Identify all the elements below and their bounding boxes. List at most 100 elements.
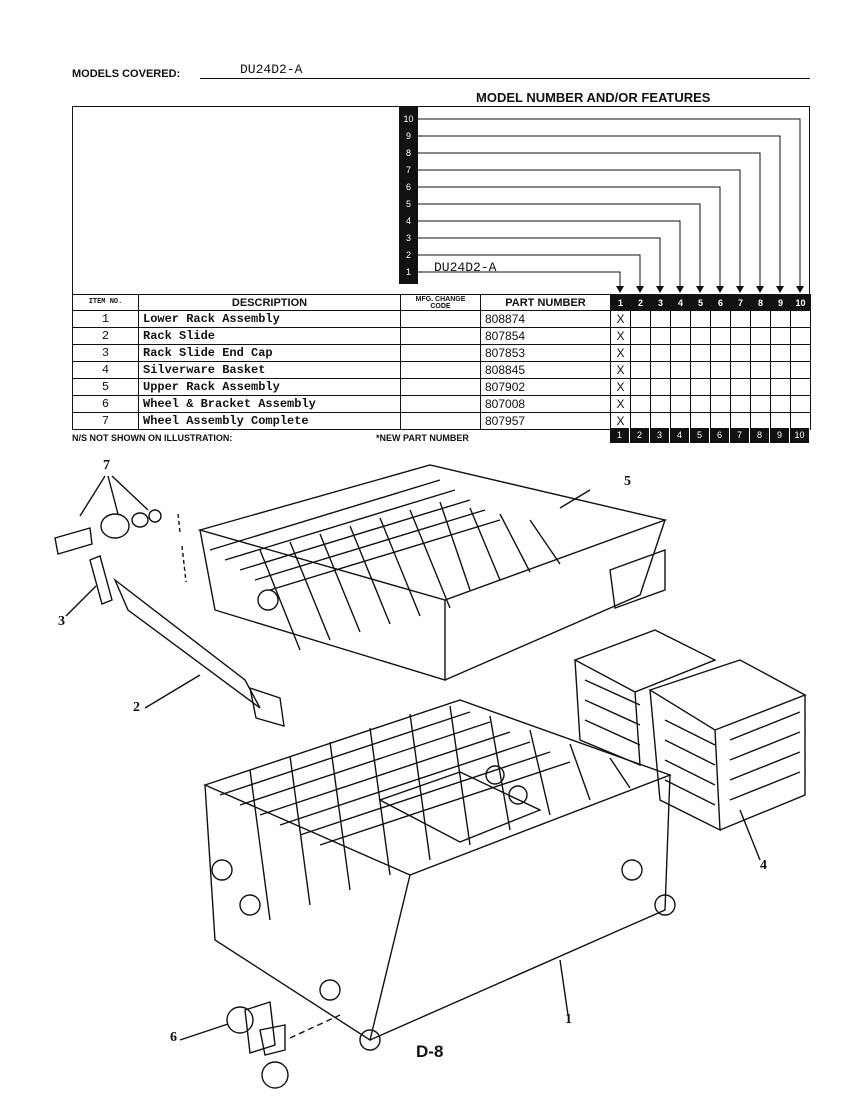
new-part-note: *NEW PART NUMBER [376, 433, 469, 443]
row-description: Upper Rack Assembly [138, 378, 401, 396]
header-part: PART NUMBER [480, 294, 611, 311]
row-part: 807008 [480, 395, 611, 413]
callout-item-4: 4 [760, 858, 767, 873]
header-feature-9: 9 [770, 294, 791, 311]
upper-rack-drawing [197, 464, 668, 681]
page-id: D-8 [416, 1042, 444, 1061]
feature-number: 2 [405, 250, 411, 260]
table-row: 6 Wheel & Bracket Assembly 807008 X [72, 395, 811, 413]
feature-leader-lines [418, 118, 804, 293]
row-description: Lower Rack Assembly [138, 310, 401, 328]
header-feature-6: 6 [710, 294, 731, 311]
row-description: Wheel & Bracket Assembly [138, 395, 401, 413]
footer-feature-number: 4 [670, 428, 690, 443]
row-item: 5 [72, 378, 139, 396]
wheel-bracket-drawing [226, 1001, 341, 1089]
model-column-label: DU24D2-A [434, 260, 497, 275]
table-row: 5 Upper Rack Assembly 807902 X [72, 378, 811, 396]
header-feature-10: 10 [790, 294, 811, 311]
not-shown-note: N/S NOT SHOWN ON ILLUSTRATION: [72, 433, 233, 443]
row-description: Rack Slide [138, 327, 401, 345]
models-underline [200, 78, 810, 79]
callout-item-7: 7 [103, 458, 110, 473]
row-item: 6 [72, 395, 139, 413]
row-mfg [400, 327, 481, 345]
row-description: Wheel Assembly Complete [138, 412, 401, 430]
footer-feature-number: 7 [730, 428, 750, 443]
table-row: 4 Silverware Basket 808845 X [72, 361, 811, 379]
footer-feature-number: 10 [790, 428, 810, 443]
row-part: 807957 [480, 412, 611, 430]
feature-number: 5 [405, 199, 411, 209]
feature-number: 4 [405, 216, 411, 226]
header-feature-8: 8 [750, 294, 771, 311]
row-mfg [400, 361, 481, 379]
models-covered-value: DU24D2-A [240, 62, 303, 77]
feature-number: 7 [405, 165, 411, 175]
row-item: 4 [72, 361, 139, 379]
row-mfg [400, 378, 481, 396]
row-part: 807854 [480, 327, 611, 345]
row-mfg [400, 310, 481, 328]
row-mark: X [610, 344, 631, 362]
footer-feature-numbers: 1 2 3 4 5 6 7 8 9 10 [610, 428, 810, 443]
header-feature-7: 7 [730, 294, 751, 311]
row-item: 7 [72, 412, 139, 430]
row-item: 2 [72, 327, 139, 345]
header-feature-4: 4 [670, 294, 691, 311]
row-mfg [400, 395, 481, 413]
callout-item-6: 6 [170, 1030, 177, 1045]
row-part: 807853 [480, 344, 611, 362]
row-mark: X [610, 395, 631, 413]
table-header-row: ITEM NO. DESCRIPTION MFG. CHANGE CODE PA… [72, 294, 811, 311]
table-row: 3 Rack Slide End Cap 807853 X [72, 344, 811, 362]
row-part: 808874 [480, 310, 611, 328]
features-header: MODEL NUMBER AND/OR FEATURES [476, 90, 711, 105]
silverware-basket-drawing [573, 629, 807, 832]
row-part: 808845 [480, 361, 611, 379]
row-mark: X [610, 378, 631, 396]
footer-feature-number: 8 [750, 428, 770, 443]
parts-table: ITEM NO. DESCRIPTION MFG. CHANGE CODE PA… [72, 294, 811, 430]
row-item: 1 [72, 310, 139, 328]
exploded-parts-illustration [54, 464, 807, 1089]
feature-number: 3 [405, 233, 411, 243]
table-row: 1 Lower Rack Assembly 808874 X [72, 310, 811, 328]
header-feature-5: 5 [690, 294, 711, 311]
callout-item-1: 1 [565, 1012, 572, 1027]
footer-feature-number: 3 [650, 428, 670, 443]
header-feature-1: 1 [610, 294, 631, 311]
model-box [72, 106, 810, 296]
row-description: Silverware Basket [138, 361, 401, 379]
feature-number: 8 [405, 148, 411, 158]
row-mfg [400, 412, 481, 430]
row-description: Rack Slide End Cap [138, 344, 401, 362]
feature-number: 6 [405, 182, 411, 192]
row-mfg [400, 344, 481, 362]
footer-feature-number: 9 [770, 428, 790, 443]
callout-item-3: 3 [58, 614, 65, 629]
callout-item-2: 2 [133, 700, 140, 715]
table-row: 2 Rack Slide 807854 X [72, 327, 811, 345]
footer-feature-number: 2 [630, 428, 650, 443]
models-covered-label: MODELS COVERED: [72, 68, 181, 80]
table-row: 7 Wheel Assembly Complete 807957 X [72, 412, 811, 430]
footer-feature-number: 5 [690, 428, 710, 443]
footer-feature-number: 6 [710, 428, 730, 443]
header-feature-2: 2 [630, 294, 651, 311]
feature-number: 10 [403, 114, 414, 124]
row-part: 807902 [480, 378, 611, 396]
header-mfg: MFG. CHANGE CODE [400, 294, 481, 311]
header-feature-3: 3 [650, 294, 671, 311]
callout-item-5: 5 [624, 474, 631, 489]
row-mark: X [610, 310, 631, 328]
header-item: ITEM NO. [72, 294, 139, 311]
row-mark: X [610, 361, 631, 379]
feature-number: 9 [405, 131, 411, 141]
header-description: DESCRIPTION [138, 294, 401, 311]
wheel-assembly-drawing [54, 509, 187, 583]
row-mark: X [610, 327, 631, 345]
feature-number-column [399, 106, 418, 284]
footer-feature-number: 1 [610, 428, 630, 443]
lower-rack-drawing [203, 699, 676, 1051]
